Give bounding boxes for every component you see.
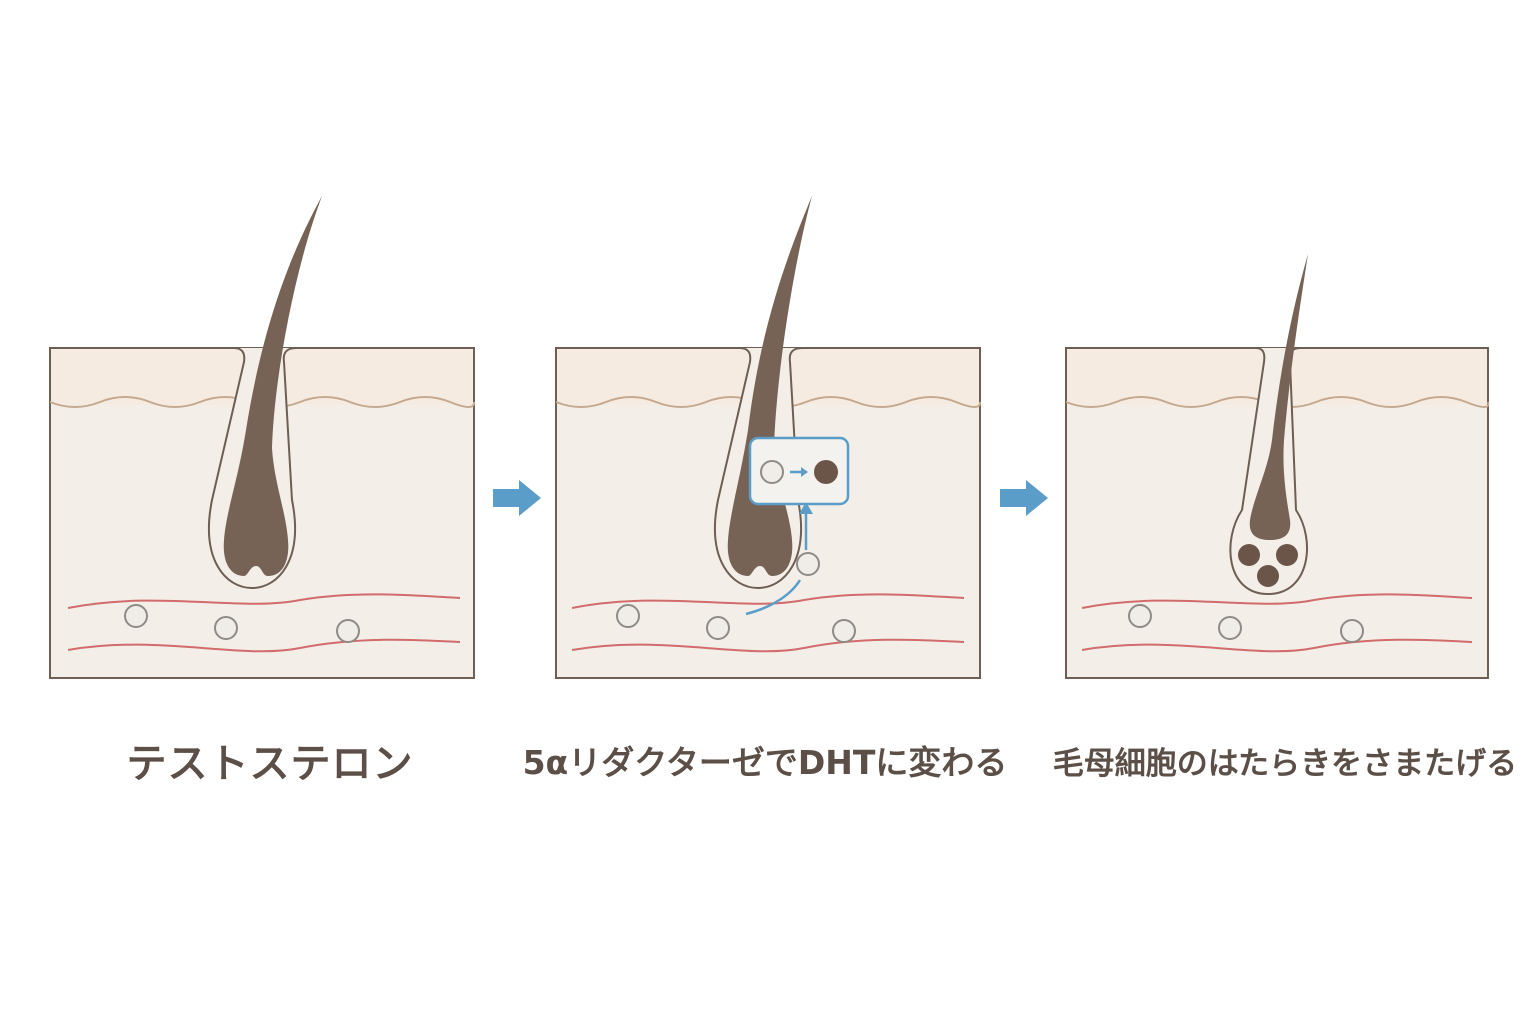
panel-2-vessel-top [571, 593, 965, 609]
step-1-caption: テストステロン [126, 741, 414, 787]
panel-2-conversion-arrow-head [801, 467, 808, 477]
panel-1-testosterone-molecule [336, 619, 360, 643]
panel-3-dht-molecule [1238, 544, 1260, 566]
panel-1-hair [223, 196, 322, 576]
panel-2-testosterone-molecule [706, 616, 730, 640]
step-2-caption: 5αリダクターゼでDHTに変わる [522, 743, 1008, 782]
panel-3-testosterone-molecule [1128, 604, 1152, 628]
step-arrow-2 [1000, 480, 1048, 516]
panel-3-dht-molecule [1257, 565, 1279, 587]
panel-2-testosterone-in-box [760, 460, 784, 484]
panel-testosterone [49, 196, 475, 679]
panel-2-migrating-molecule [796, 552, 820, 576]
panel-3-vessel-bottom [1081, 638, 1473, 653]
step-3-caption: 毛母細胞のはたらきをさまたげる [1052, 745, 1518, 782]
panel-hair-matrix-inhibition [1065, 254, 1490, 679]
panel-1-vessel-bottom [67, 638, 461, 653]
panel-2-testosterone-molecule [616, 604, 640, 628]
panel-1-vessel-top [67, 593, 461, 609]
panel-3-hair [1249, 254, 1308, 540]
panel-3-vessel-top [1081, 593, 1473, 609]
step-arrow-1 [493, 480, 541, 516]
panel-3-testosterone-molecule [1218, 616, 1242, 640]
panel-2-migration-curve [745, 579, 802, 616]
panel-3-testosterone-molecule [1340, 619, 1364, 643]
panel-1-testosterone-molecule [214, 616, 238, 640]
panel-2-upward-arrow-head [799, 502, 813, 514]
panel-3-dht-molecule [1276, 544, 1298, 566]
panel-2-vessel-bottom [571, 638, 965, 653]
panel-dht-conversion [555, 196, 981, 679]
panel-2-dht-molecule [814, 460, 838, 484]
panel-1-testosterone-molecule [124, 604, 148, 628]
panel-2-testosterone-molecule [832, 619, 856, 643]
